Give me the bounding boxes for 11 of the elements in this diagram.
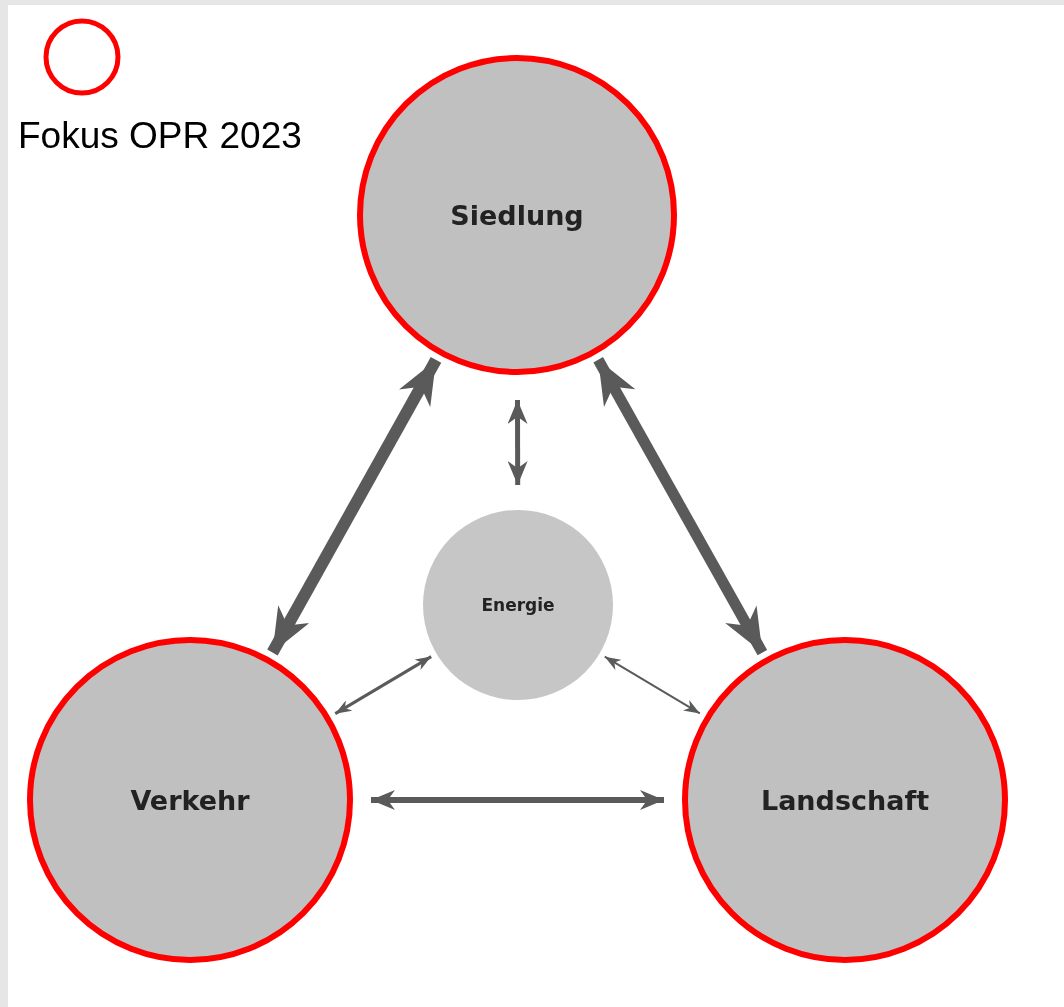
topic-label: Energie (481, 595, 555, 615)
legend-label: Fokus OPR 2023 (18, 115, 302, 157)
double-arrow (507, 400, 528, 485)
double-arrow (603, 655, 701, 715)
topic-label: Landschaft (760, 784, 930, 816)
double-arrow (371, 790, 664, 810)
topic-label: Verkehr (130, 784, 250, 816)
double-arrow (334, 655, 432, 715)
double-arrow (267, 356, 442, 656)
double-arrow (593, 357, 768, 656)
topic-label: Siedlung (450, 199, 584, 231)
